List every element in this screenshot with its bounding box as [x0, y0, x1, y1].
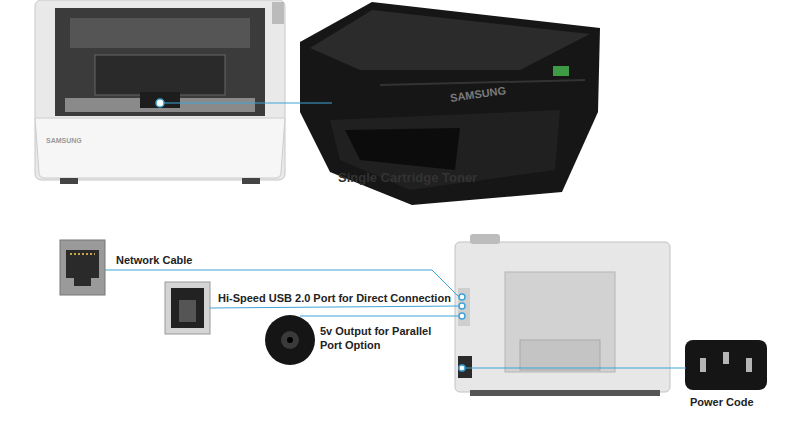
brand-mark: SAMSUNG: [46, 137, 82, 146]
leader-lines: [105, 270, 686, 368]
usb-port-icon: [165, 282, 210, 334]
printer-back: [455, 234, 670, 396]
round-connector-icon: [265, 315, 315, 365]
leader-line: [164, 103, 332, 104]
port-label: Hi-Speed USB 2.0 Port for Direct Connect…: [218, 292, 451, 306]
marker-dot: [156, 99, 164, 107]
port-label: Power Code: [690, 396, 754, 410]
port-label: 5v Output for Parallel Port Option: [320, 325, 438, 353]
network-jack-icon: [60, 240, 105, 295]
part-label: Single Cartridge Toner: [338, 170, 477, 186]
port-label: Network Cable: [116, 254, 192, 268]
printer-open: [35, 0, 285, 184]
toner-cartridge: [300, 2, 600, 205]
power-socket-icon: [685, 340, 767, 390]
port-markers: [459, 294, 465, 371]
